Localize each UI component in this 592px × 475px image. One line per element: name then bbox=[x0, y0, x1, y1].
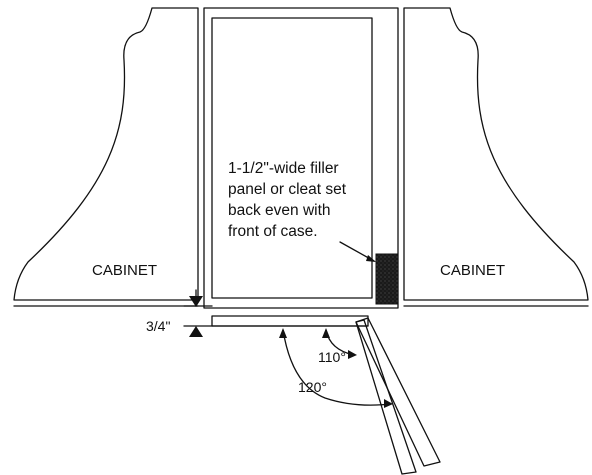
angle-110-label: 110° bbox=[318, 349, 346, 365]
front-panel-strip bbox=[211, 315, 369, 327]
filler-note-line-1: 1-1/2"-wide filler bbox=[228, 160, 339, 177]
door-open-120 bbox=[355, 319, 417, 475]
filler-note-arrow bbox=[366, 255, 376, 262]
dimension-label: 3/4" bbox=[146, 318, 170, 334]
arc-110-arrow-end bbox=[348, 350, 357, 359]
filler-panel bbox=[375, 253, 399, 305]
filler-note-line-4: front of case. bbox=[228, 223, 318, 240]
filler-note-line-2: panel or cleat set bbox=[228, 181, 347, 198]
filler-note-line-3: back even with bbox=[228, 202, 331, 219]
angle-120-label: 120° bbox=[298, 379, 327, 395]
arc-110-arrow-start bbox=[322, 328, 330, 338]
arc-120-arrow-start bbox=[279, 328, 287, 338]
arc-120-arrow-end bbox=[384, 399, 393, 408]
left-cabinet-label: CABINET bbox=[92, 262, 157, 279]
left-cabinet-outline bbox=[13, 7, 199, 301]
appliance-inner-liner bbox=[211, 17, 373, 299]
door-open-110 bbox=[355, 317, 441, 467]
arc-120 bbox=[282, 329, 391, 406]
right-cabinet-label: CABINET bbox=[440, 262, 505, 279]
dimension-arrow-down bbox=[189, 296, 203, 307]
appliance-case bbox=[203, 7, 399, 309]
right-cabinet-outline bbox=[403, 7, 589, 301]
dimension-arrow-up bbox=[189, 326, 203, 337]
